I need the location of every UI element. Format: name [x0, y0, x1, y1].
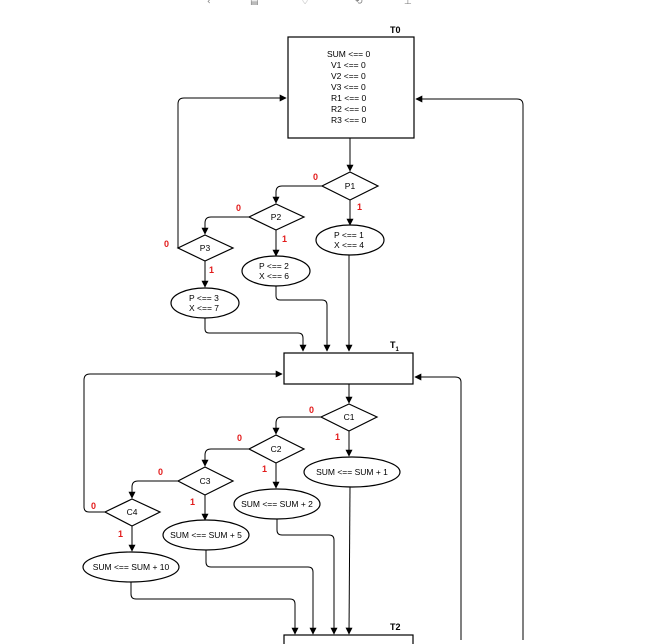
init-line: R1 <== 0 — [331, 93, 366, 103]
connector — [272, 185, 322, 204]
toolbar-strip: ‹ ▤ ♢ ⟲ ⊥ — [207, 0, 412, 7]
action-text: X <== 7 — [189, 303, 219, 313]
branch-label-zero: 0 — [91, 501, 96, 511]
decision-label: C3 — [200, 476, 211, 486]
connector — [130, 582, 299, 635]
action-text: SUM <== SUM + 2 — [241, 499, 313, 509]
loop-back-connector — [83, 370, 283, 513]
branch-label-one: 1 — [335, 432, 340, 442]
connector — [272, 416, 321, 435]
action-text: P <== 3 — [189, 293, 219, 303]
anchor-icon[interactable]: ⊥ — [404, 0, 412, 7]
decision-label: C2 — [271, 444, 282, 454]
back-icon[interactable]: ‹ — [207, 0, 211, 7]
branch-label-zero: 0 — [313, 172, 318, 182]
loop-back-connector — [177, 94, 287, 248]
branch-label-one: 1 — [209, 265, 214, 275]
action-p1-true[interactable] — [315, 224, 385, 256]
init-line: SUM <== 0 — [327, 49, 371, 59]
state-label-t2: T2 — [390, 622, 401, 632]
action-text: X <== 4 — [334, 240, 364, 250]
action-text: P <== 1 — [334, 230, 364, 240]
branch-label-one: 1 — [190, 497, 195, 507]
init-block[interactable] — [287, 36, 415, 139]
loop-back-connector — [414, 373, 462, 640]
grid-icon[interactable]: ▤ — [250, 0, 259, 7]
connector — [204, 318, 307, 352]
loop-back-connector — [415, 95, 524, 640]
decision-label: P3 — [200, 243, 211, 253]
t2-block[interactable] — [283, 634, 414, 644]
t1-block[interactable] — [283, 352, 414, 385]
decision-label: P2 — [271, 212, 282, 222]
connector — [201, 448, 249, 467]
action-text: SUM <== SUM + 1 — [316, 467, 388, 477]
connector — [345, 486, 353, 635]
branch-label-one: 1 — [357, 202, 362, 212]
action-text: SUM <== SUM + 10 — [93, 562, 170, 572]
branch-label-zero: 0 — [164, 239, 169, 249]
action-c1-true[interactable] — [303, 456, 401, 488]
connector — [276, 519, 338, 635]
decision-label: C1 — [344, 412, 355, 422]
branch-label-one: 1 — [118, 529, 123, 539]
connector — [128, 480, 178, 499]
init-line: V2 <== 0 — [331, 71, 366, 81]
init-line: V3 <== 0 — [331, 82, 366, 92]
branch-label-one: 1 — [282, 234, 287, 244]
decision-label: C4 — [127, 507, 138, 517]
branch-label-zero: 0 — [309, 405, 314, 415]
state-label-t0: T0 — [390, 25, 401, 35]
action-text: P <== 2 — [259, 261, 289, 271]
init-line: V1 <== 0 — [331, 60, 366, 70]
diamond-icon[interactable]: ♢ — [301, 0, 309, 7]
connector — [275, 286, 331, 352]
init-line: R2 <== 0 — [331, 104, 366, 114]
rotate-icon[interactable]: ⟲ — [355, 0, 363, 7]
connector — [201, 216, 249, 235]
branch-label-zero: 0 — [236, 203, 241, 213]
branch-label-zero: 0 — [158, 467, 163, 477]
connector — [205, 550, 317, 635]
decision-label: P1 — [345, 181, 356, 191]
branch-label-zero: 0 — [237, 433, 242, 443]
action-text: X <== 6 — [259, 271, 289, 281]
branch-label-one: 1 — [262, 464, 267, 474]
action-text: SUM <== SUM + 5 — [170, 530, 242, 540]
state-label-t1: T1 — [390, 340, 400, 353]
init-line: R3 <== 0 — [331, 115, 366, 125]
init-block-lines: SUM <== 0 V1 <== 0 V2 <== 0 V3 <== 0 R1 … — [327, 49, 371, 125]
